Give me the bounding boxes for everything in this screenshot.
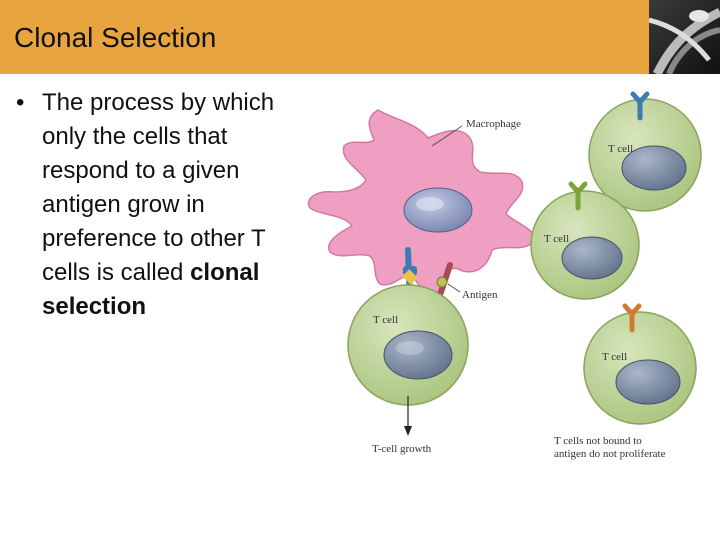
t-cell-middle: T cell	[530, 181, 640, 300]
green-receptor-icon	[568, 181, 588, 211]
bullet-point: • The process by which only the cells th…	[14, 86, 304, 324]
bullet-text: The process by which only the cells that…	[42, 86, 304, 324]
not-bound-label-line2: antigen do not proliferate	[554, 448, 666, 460]
t-cell-bound: T cell	[347, 284, 469, 406]
not-bound-label-line1: T cells not bound to	[554, 435, 642, 447]
t-cell-bottom: T cell	[583, 303, 697, 425]
orange-receptor-icon	[622, 303, 642, 333]
bullet-text-plain: The process by which only the cells that…	[42, 89, 275, 286]
antigen-leader-line	[447, 283, 461, 293]
title-bar: Clonal Selection	[0, 0, 720, 74]
t-cell-growth-label: T-cell growth	[372, 443, 432, 455]
macrophage-leader-line	[431, 125, 463, 147]
antigen-label: Antigen	[462, 289, 498, 301]
bullet-marker: •	[16, 89, 25, 116]
t-cell-label-middle: T cell	[544, 233, 569, 245]
macrophage	[307, 109, 535, 295]
t-cell-top: T cell	[588, 91, 702, 212]
page-title: Clonal Selection	[14, 22, 217, 53]
t-cell-label-bound: T cell	[373, 314, 398, 326]
t-cell-label-bottom: T cell	[602, 351, 627, 363]
bullet-text-bold: clonal selection	[42, 259, 260, 320]
t-cell-label-top: T cell	[608, 143, 633, 155]
t-cell-growth-arrow	[404, 396, 412, 436]
blue-receptor-icon	[630, 91, 650, 121]
macrophage-label: Macrophage	[466, 118, 521, 130]
t-cell-micrograph-image	[649, 0, 720, 74]
clonal-selection-diagram: T cell T-cell growth T cell T cell T cel…	[307, 91, 702, 460]
